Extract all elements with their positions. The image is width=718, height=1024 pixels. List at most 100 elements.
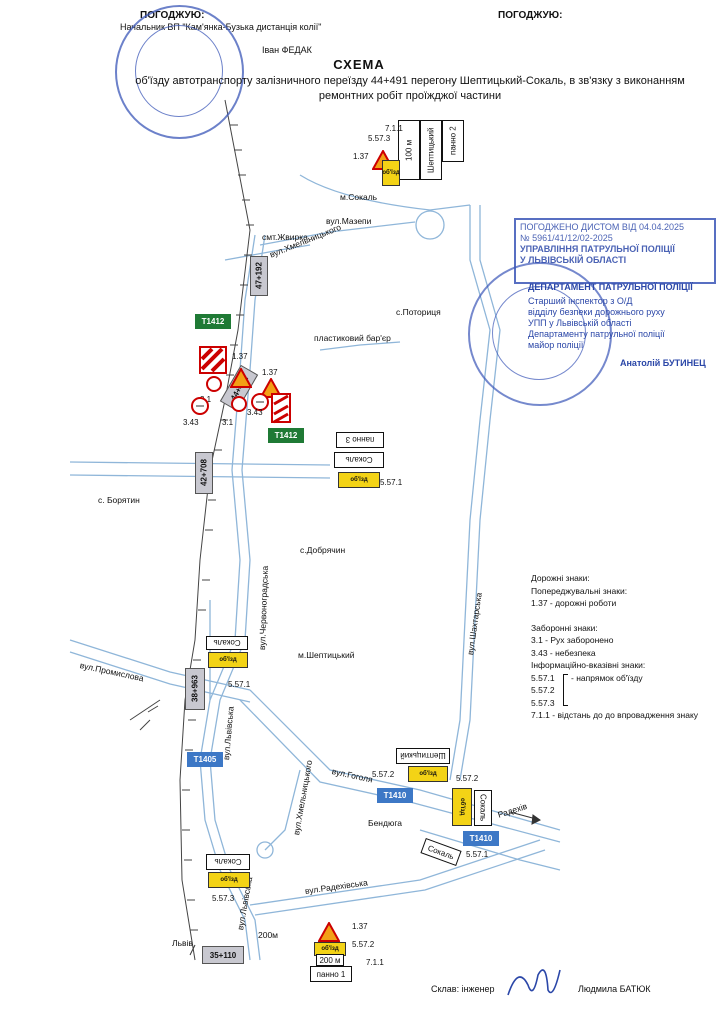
bottom-sokal-sign: Сокаль	[206, 854, 250, 870]
page-title: СХЕМА	[333, 57, 385, 72]
panel-2-city: Шептицький	[420, 120, 442, 180]
road-promyslova-2	[69, 651, 251, 703]
panel-1-label: панно 1	[310, 966, 352, 982]
panel-2-code-c: 1.37	[353, 152, 369, 161]
shept-detour: об'їзд	[408, 766, 448, 782]
barrier-stripes-icon	[199, 346, 227, 374]
road-shakhtarska-2	[459, 205, 501, 781]
route-t1410-a: Т1410	[377, 788, 413, 803]
agree-left-name: Іван ФЕДАК	[262, 45, 312, 55]
barrier-stripes-icon	[271, 393, 291, 424]
panel-1-code-a: 1.37	[352, 922, 368, 931]
label-dobriachyn: с.Добрячин	[300, 545, 346, 555]
panel-2-code-a: 7.1.1	[385, 124, 403, 133]
label-sokal: м.Сокаль	[340, 192, 378, 202]
legend-prohibit-title: Заборонні знаки:	[531, 622, 598, 633]
legend-brace	[563, 673, 568, 706]
roadworks-sign-icon	[318, 922, 340, 942]
route-t1412-left: Т1412	[195, 314, 231, 329]
approval-box-stamp: ПОГОДЖЕНО ДИСТОМ ВІД 04.04.2025 № 5961/4…	[514, 218, 716, 284]
road-barrier	[319, 341, 401, 351]
crossing-code-31b: 3.1	[222, 418, 234, 427]
label-200m: 200м	[258, 930, 279, 940]
detour-sign-top: об'їзд	[382, 160, 400, 186]
road-sokal-top	[299, 174, 471, 211]
t1410-sign-code: 5.57.1	[466, 850, 489, 859]
label-lviv: Львів	[172, 938, 193, 948]
km-marker-top: 47+192	[250, 256, 268, 296]
police-round-stamp	[468, 262, 612, 406]
panel-3-code: 5.57.1	[380, 478, 403, 487]
radekhiv-detour: об'їзд	[452, 788, 472, 826]
legend-warning-title: Попереджувальні знаки:	[531, 585, 628, 596]
railway-line	[179, 99, 251, 961]
road-main-left	[199, 234, 256, 961]
road-shakhtarska	[449, 205, 491, 781]
panel-1-code-b: 5.57.2	[352, 940, 375, 949]
roundabout-bottom	[256, 841, 274, 859]
arrow-lviv	[189, 944, 196, 956]
sokal-sign: Сокаль	[206, 636, 248, 650]
footer-composed: Склав: інженер	[431, 984, 495, 994]
roundabout-sokal	[415, 210, 445, 240]
approval-authority-1: УПРАВЛІННЯ ПАТРУЛЬНОЇ ПОЛІЦІЇ	[520, 244, 675, 254]
label-zhvyrka: смт.Жвирка	[262, 232, 308, 242]
footer-name: Людмила БАТЮК	[578, 984, 651, 994]
danger-sign-icon	[191, 397, 209, 415]
km-marker-mid: 42+708	[195, 452, 213, 494]
agree-right-label: ПОГОДЖУЮ:	[498, 10, 563, 21]
panel-3-label: панно 3	[336, 432, 384, 448]
legend-info-1: 5.57.1	[531, 672, 555, 683]
label-bendiuha: Бендюга	[368, 818, 402, 828]
road-bendiuha	[419, 829, 561, 871]
sokal-detour: об'їзд	[208, 652, 248, 668]
approval-registered-2: № 5961/41/12/02-2025	[520, 233, 613, 243]
legend-info-2: 5.57.2	[531, 685, 555, 695]
no-entry-sign-icon	[206, 376, 222, 392]
panel-3-detour: об'їзд	[338, 472, 380, 488]
inspector-name: Анатолій БУТИНЕЦ	[620, 358, 706, 368]
inspector-line-3: УПП у Львівській області	[528, 318, 632, 328]
arrow-radekhiv-head	[531, 814, 541, 825]
panel-1-code-c: 7.1.1	[366, 958, 384, 967]
approval-authority-2: У ЛЬВІВСЬКІЙ ОБЛАСТІ	[520, 255, 627, 265]
legend-warning-1: 1.37 - дорожні роботи	[531, 598, 617, 608]
radekhiv-city: Сокаль	[474, 790, 492, 826]
crossing-code-137a: 1.37	[232, 352, 248, 361]
road-mazepy	[259, 221, 416, 246]
sokal-sign-code: 5.57.1	[228, 680, 251, 689]
radekhiv-sign-code: 5.57.2	[456, 774, 479, 783]
label-mazepy: вул.Мазепи	[326, 216, 372, 226]
legend-prohibit-1: 3.1 - Рух заборонено	[531, 635, 614, 645]
legend-info-4: 7.1.1 - відстань до до впровадження знак…	[531, 710, 699, 720]
approval-authority-3: ДЕПАРТАМЕНТ ПАТРУЛЬНОЇ ПОЛІЦІЇ	[528, 282, 693, 292]
road-khmelnytskoho-bottom	[264, 769, 301, 851]
panel-2-label: панно 2	[442, 120, 464, 162]
panel-2-code-b: 5.57.3	[368, 134, 391, 143]
label-potorytsia: с.Поториця	[396, 307, 441, 317]
legend: Дорожні знаки: Попереджувальні знаки: 1.…	[531, 572, 711, 722]
bottom-sokal-code: 5.57.3	[212, 894, 235, 903]
bottom-sokal-detour: об'їзд	[208, 872, 250, 888]
company-stamp	[115, 5, 244, 139]
route-t1405: Т1405	[187, 752, 223, 767]
crossing-code-137b: 1.37	[262, 368, 278, 377]
label-boriatyn: с. Борятин	[98, 495, 140, 505]
railway-ties	[182, 124, 254, 931]
road-promyslova	[69, 639, 251, 691]
legend-info-3: 5.57.3	[531, 697, 555, 708]
no-entry-sign-icon	[231, 396, 247, 412]
inspector-line-4: Департаменту патрульної поліції	[528, 329, 665, 339]
panel-1-distance: 200 м	[316, 954, 344, 966]
inspector-line-5: майор поліції	[528, 340, 584, 350]
legend-info-desc: - напрямок об'їзду	[571, 672, 643, 683]
inspector-block: Старший інспектор з О/Д відділу безпеки …	[528, 296, 708, 351]
legend-prohibit-2: 3.43 - небезпека	[531, 647, 596, 658]
route-t1410-b: Т1410	[463, 831, 499, 846]
shept-sign: Шептицький	[396, 748, 450, 764]
panel-3-city: Сокаль	[334, 452, 384, 468]
crossing-code-343b: 3.43	[247, 408, 263, 417]
legend-info-title: Інформаційно-вказівні знаки:	[531, 660, 646, 670]
crossing-code-343a: 3.43	[183, 418, 199, 427]
